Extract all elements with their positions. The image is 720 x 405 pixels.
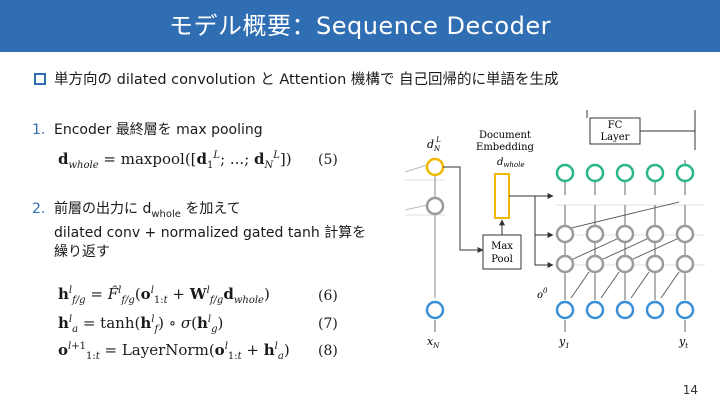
list-item-2: 2. 前層の出力に dwhole を加えて dilated conv + norm… xyxy=(32,200,366,262)
bullet-square-icon xyxy=(34,73,46,85)
y1-label: y1 xyxy=(558,335,570,350)
input-node xyxy=(675,300,695,320)
hidden-node xyxy=(555,254,575,274)
equation-number: (5) xyxy=(318,152,338,168)
input-node xyxy=(585,300,605,320)
output-node xyxy=(585,163,605,183)
input-node xyxy=(555,300,575,320)
input-node xyxy=(425,300,445,320)
hidden-node xyxy=(585,254,605,274)
list-text: 繰り返す xyxy=(54,243,110,260)
page-number: 14 xyxy=(682,383,698,397)
o0-label: o0 xyxy=(537,287,548,301)
hidden-node xyxy=(645,254,665,274)
highlighted-node xyxy=(425,157,445,177)
list-number: 1. xyxy=(32,122,46,138)
hidden-node xyxy=(555,224,575,244)
equation-number: (7) xyxy=(318,316,338,332)
equation-7: hla = tanh(hlf) ∘ σ(hlg) xyxy=(58,314,224,335)
main-bullet: 単方向の dilated convolution と Attention 機構で… xyxy=(34,68,559,89)
hidden-node xyxy=(645,224,665,244)
input-node xyxy=(615,300,635,320)
dwhole-label: dwhole xyxy=(497,157,525,169)
maxpool-label: Pool xyxy=(491,254,513,265)
output-node xyxy=(555,163,575,183)
hidden-node xyxy=(675,254,695,274)
bullet-text: 単方向の dilated convolution と Attention 機構で… xyxy=(54,72,559,88)
maxpool-label: Max xyxy=(491,241,513,252)
hidden-node xyxy=(675,224,695,244)
equation-5: dwhole = maxpool([d1L; ...; dNL]) xyxy=(58,150,292,171)
output-node xyxy=(675,163,695,183)
output-node xyxy=(615,163,635,183)
title-bar xyxy=(0,0,720,52)
equation-number: (6) xyxy=(318,288,338,304)
doc-embedding-label: Document xyxy=(479,130,531,141)
hidden-node xyxy=(615,224,635,244)
list-text: Encoder 最終層を max pooling xyxy=(54,122,263,138)
decoder-architecture-diagram: dNL xN Document Embedding dwhole Max Poo… xyxy=(405,110,705,350)
equation-6: hlf/g = F̂lf/g(ol1:t + Wlf/gdwhole) xyxy=(58,285,270,306)
equation-number: (8) xyxy=(318,343,338,359)
output-node xyxy=(645,163,665,183)
list-text: dilated conv + normalized gated tanh 計算を xyxy=(54,224,367,241)
xN-label: xN xyxy=(427,335,440,350)
encoder-column: dNL xN xyxy=(405,136,484,350)
fc-label: FC xyxy=(608,120,623,131)
input-node xyxy=(645,300,665,320)
hidden-node xyxy=(615,254,635,274)
layer-label: Layer xyxy=(601,132,630,143)
hidden-node xyxy=(585,224,605,244)
hidden-node xyxy=(425,196,445,216)
list-item-1: 1. Encoder 最終層を max pooling xyxy=(32,121,263,140)
doc-embedding-label: Embedding xyxy=(476,142,535,153)
equation-8: ol+11:t = LayerNorm(ol1:t + hla) xyxy=(58,341,290,362)
dN-label: dNL xyxy=(427,136,441,153)
list-text: 前層の出力に d xyxy=(54,201,152,217)
background-grid xyxy=(405,179,705,266)
slide-title: モデル概要：Sequence Decoder xyxy=(168,12,551,40)
document-embedding-box xyxy=(494,173,510,219)
yt-label: yt xyxy=(678,335,688,350)
list-text-sub: whole xyxy=(151,208,181,220)
list-text: を加えて xyxy=(180,201,241,217)
decoder-edges xyxy=(564,160,686,300)
list-number: 2. xyxy=(32,201,46,217)
